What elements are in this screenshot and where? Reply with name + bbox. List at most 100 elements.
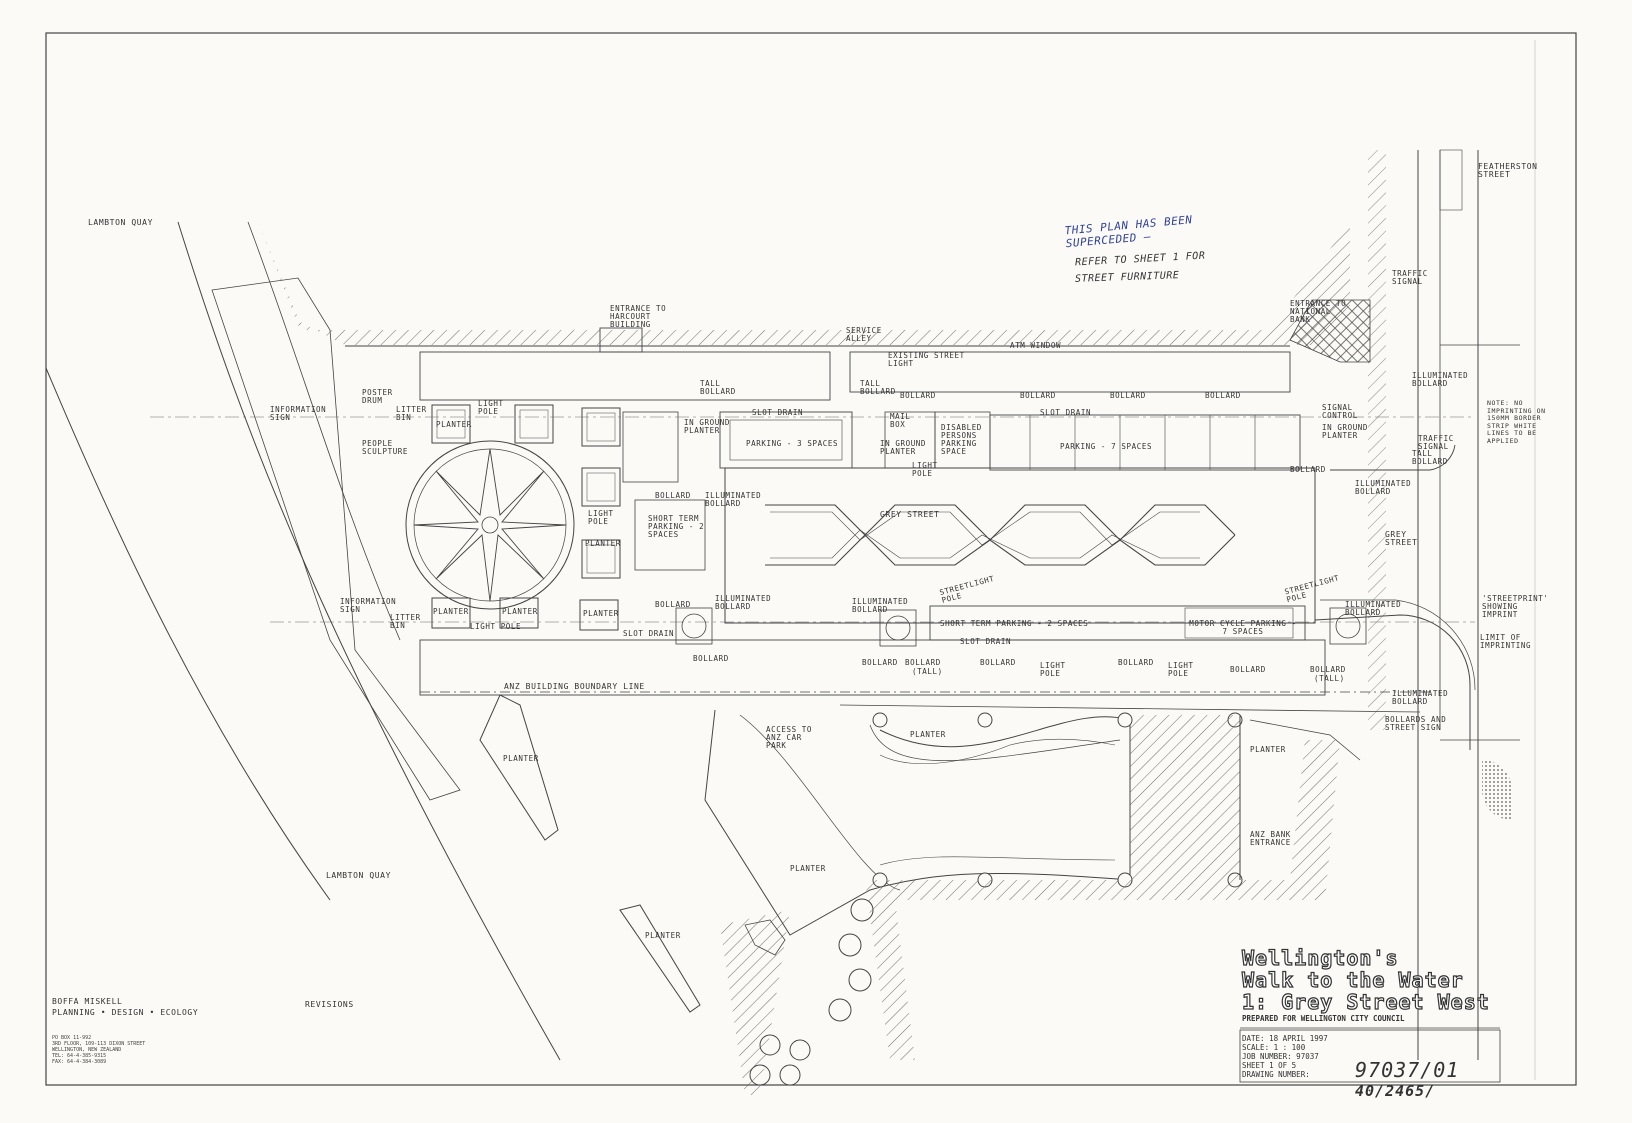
firm-address-1: PO BOX 11-992 [52, 1035, 92, 1041]
label-planter-sw-tri: PLANTER [645, 931, 681, 940]
firm-name: BOFFA MISKELL [52, 997, 123, 1006]
label-poster-drum: POSTER DRUM [362, 388, 393, 405]
label-information-sign-bottom: INFORMATION SIGN [340, 597, 397, 614]
label-entrance-harcourt: ENTRANCE TO HARCOURT BUILDING [610, 304, 667, 329]
street-label-lambton-quay-south: LAMBTON QUAY [326, 871, 391, 880]
label-slot-drain-n2: SLOT DRAIN [1040, 408, 1092, 417]
street-label-featherston: FEATHERSTON STREET [1478, 162, 1538, 179]
file-number: 40/2465/ [1355, 1082, 1436, 1100]
label-light-pole-sw: LIGHT POLE [470, 622, 522, 631]
label-short-term-west: SHORT TERM PARKING - 2 SPACES [648, 514, 705, 539]
street-label-grey-street-center: GREY STREET [880, 510, 940, 519]
label-slot-drain-sw: SLOT DRAIN [623, 629, 675, 638]
label-disabled-parking: DISABLED PERSONS PARKING SPACE [941, 423, 982, 456]
label-light-pole-w: LIGHT POLE [588, 509, 614, 526]
lambton-quay-curb [177, 221, 561, 1061]
street-label-lambton-quay-north: LAMBTON QUAY [88, 218, 153, 227]
firm-address-2: 3RD FLOOR, 109-113 DIXON STREET [52, 1041, 146, 1047]
label-planter-w: PLANTER [585, 539, 621, 548]
drawing-number-label: DRAWING NUMBER: [1242, 1070, 1310, 1079]
label-planter-sw1: PLANTER [433, 607, 469, 616]
label-mail-box: MAIL BOX [890, 412, 911, 429]
label-illuminated-bollard-e: ILLUMINATED BOLLARD [1355, 479, 1412, 496]
label-existing-light: EXISTING STREET LIGHT [888, 351, 965, 368]
label-bollard-n3: BOLLARD [1110, 391, 1146, 400]
sheet-number: SHEET 1 OF 5 [1242, 1061, 1297, 1070]
label-planter-south: PLANTER [790, 864, 826, 873]
building-hatch-north [258, 222, 1350, 345]
planter-boxes [431, 404, 621, 631]
label-short-term-south: SHORT TERM PARKING - 2 SPACES [940, 619, 1089, 628]
label-limit-imprinting: LIMIT OF IMPRINTING [1480, 633, 1532, 650]
label-tall-bollard-3: TALL BOLLARD [1412, 449, 1448, 466]
label-streetprint: 'STREETPRINT' SHOWING IMPRINT [1482, 594, 1549, 619]
label-traffic-signal-top: TRAFFIC SIGNAL [1392, 269, 1428, 286]
drawing-date: DATE: 18 APRIL 1997 [1242, 1034, 1328, 1043]
street-label-grey-street-east: GREY STREET [1385, 530, 1418, 547]
drawing-number: 97037/01 [1355, 1058, 1460, 1082]
label-motorcycle-parking: MOTOR CYCLE PARKING - 7 SPACES [1189, 619, 1297, 636]
revisions-label: REVISIONS [305, 1000, 354, 1009]
label-light-pole-nw: LIGHT POLE [478, 399, 504, 416]
drawing-scale: SCALE: 1 : 100 [1242, 1043, 1306, 1052]
label-bollard-tall-1: (TALL) [912, 667, 943, 676]
label-bollard-se3: BOLLARD [980, 658, 1016, 667]
firm-tagline: PLANNING • DESIGN • ECOLOGY [52, 1008, 199, 1017]
label-bollard-se5: BOLLARD [1230, 665, 1266, 674]
label-illuminated-bollard-se: ILLUMINATED BOLLARD [1345, 600, 1402, 617]
label-signal-control: SIGNAL CONTROL [1322, 403, 1358, 420]
label-note: NOTE: NO IMPRINTING ON 150MM BORDER STRI… [1487, 399, 1546, 445]
label-access-anz: ACCESS TO ANZ CAR PARK [766, 725, 813, 750]
label-bollard-tall-2: (TALL) [1314, 674, 1345, 683]
label-illuminated-bollard-sw: ILLUMINATED BOLLARD [715, 594, 772, 611]
label-bollard-se4: BOLLARD [1118, 658, 1154, 667]
label-bollard-s1: BOLLARD [693, 654, 729, 663]
label-information-sign-top: INFORMATION SIGN [270, 405, 327, 422]
building-hatch-anz [1110, 715, 1340, 900]
label-planter-nw: PLANTER [436, 420, 472, 429]
grey-street-roadway [724, 467, 1316, 624]
label-litter-bin-bottom: LITTER BIN [390, 613, 421, 630]
title-line-1: Wellington's [1241, 946, 1399, 970]
label-bollard-w1: BOLLARD [655, 491, 691, 500]
label-planter-central: PLANTER [910, 730, 946, 739]
title-line-2: Walk to the Water [1241, 968, 1464, 992]
label-planter-anz-e: PLANTER [1250, 745, 1286, 754]
label-light-pole-n: LIGHT POLE [912, 461, 938, 478]
tree-grates [675, 607, 1367, 647]
label-slot-drain-n: SLOT DRAIN [752, 408, 804, 417]
firm-address-5: FAX: 64-4-384-3089 [52, 1059, 107, 1065]
label-litter-bin-top: LITTER BIN [396, 405, 427, 422]
label-bollard-n4: BOLLARD [1205, 391, 1241, 400]
label-entrance-national: ENTRANCE TO NATIONAL BANK [1290, 299, 1347, 324]
label-light-pole-s2: LIGHT POLE [1168, 661, 1194, 678]
label-bollard-n2: BOLLARD [1020, 391, 1056, 400]
label-bollards-street-sign: BOLLARDS AND STREET SIGN [1385, 715, 1447, 732]
label-atm-window: ATM WINDOW [1010, 341, 1062, 350]
label-light-pole-s1: LIGHT POLE [1040, 661, 1066, 678]
label-parking-7: PARKING - 7 SPACES [1060, 442, 1153, 451]
label-illuminated-bollard-w: ILLUMINATED BOLLARD [705, 491, 762, 508]
label-illuminated-bollard-s: ILLUMINATED BOLLARD [852, 597, 909, 614]
label-anz-bank-entrance: ANZ BANK ENTRANCE [1250, 830, 1291, 847]
label-parking-3: PARKING - 3 SPACES [746, 439, 839, 448]
label-planter-sw2: PLANTER [502, 607, 538, 616]
label-illuminated-bollard-ne: ILLUMINATED BOLLARD [1412, 371, 1469, 388]
grey-street-paving-pattern [765, 504, 1236, 566]
label-tall-bollard: TALL BOLLARD [700, 379, 736, 396]
label-planter-anz-w: PLANTER [503, 754, 539, 763]
job-number: JOB NUMBER: 97037 [1242, 1052, 1319, 1061]
label-traffic-signal-mid: TRAFFIC SIGNAL [1418, 434, 1454, 451]
label-slot-drain-s: SLOT DRAIN [960, 637, 1012, 646]
label-people-sculpture: PEOPLE SCULPTURE [362, 439, 409, 456]
label-bollard-sw: BOLLARD [655, 600, 691, 609]
title-block [1239, 1029, 1501, 1083]
label-bollard-e: BOLLARD [1290, 465, 1326, 474]
firm-address-4: TEL: 64-4-385-9315 [52, 1053, 107, 1059]
sheet-border [45, 32, 1577, 1086]
label-in-ground-planter-3: IN GROUND PLANTER [1322, 423, 1369, 440]
star-paving-circle [405, 440, 575, 610]
national-bank-entrance-grid [1289, 299, 1371, 363]
label-in-ground-planter: IN GROUND PLANTER [684, 418, 731, 435]
